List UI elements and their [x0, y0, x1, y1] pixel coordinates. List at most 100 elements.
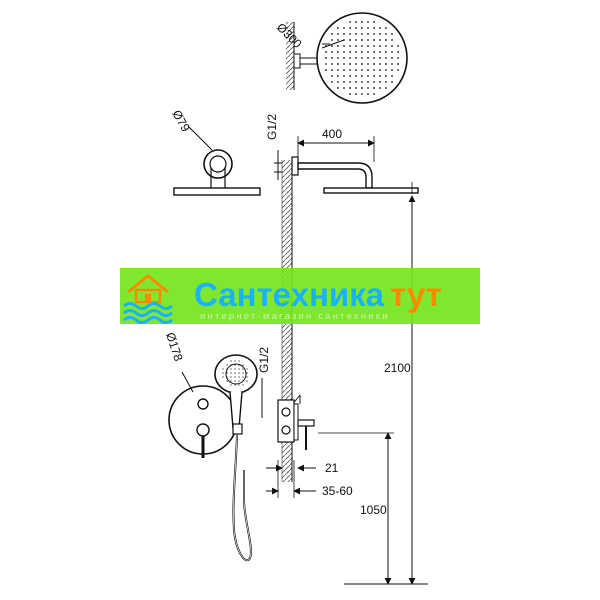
nozzle-dot	[349, 87, 351, 89]
nozzle-dot	[367, 63, 369, 65]
depth-range-label: 35-60	[322, 484, 353, 498]
nozzle-dot	[349, 39, 351, 41]
nozzle-dot	[234, 360, 236, 362]
depth-dimensions: 21 35-60	[266, 460, 353, 498]
nozzle-dot	[246, 368, 248, 370]
nozzle-dot	[373, 81, 375, 83]
nozzle-dot	[379, 81, 381, 83]
nozzle-dot	[230, 368, 232, 370]
arm-length-label: 400	[322, 127, 342, 141]
nozzle-dot	[397, 57, 399, 59]
flange-shower-head-profile	[173, 187, 261, 196]
nozzle-dot	[367, 51, 369, 53]
nozzle-dot	[385, 69, 387, 71]
nozzle-dot	[238, 376, 240, 378]
nozzle-dot	[230, 380, 232, 382]
nozzle-dot	[385, 57, 387, 59]
nozzle-dot	[379, 51, 381, 53]
nozzle-dot	[349, 51, 351, 53]
nozzle-dot	[230, 384, 232, 386]
arm-tube	[297, 162, 373, 189]
nozzle-dot	[246, 372, 248, 374]
hand-shower-holder	[232, 423, 243, 435]
nozzle-dot	[373, 21, 375, 23]
nozzle-dot	[373, 75, 375, 77]
nozzle-dot	[226, 376, 228, 378]
nozzle-dot	[234, 372, 236, 374]
nozzle-dot	[379, 33, 381, 35]
nozzle-dot	[343, 51, 345, 53]
nozzle-dot	[367, 81, 369, 83]
nozzle-dot	[361, 33, 363, 35]
nozzle-dot	[337, 69, 339, 71]
nozzle-dot	[379, 87, 381, 89]
nozzle-dot	[349, 45, 351, 47]
nozzle-dot	[373, 27, 375, 29]
nozzle-dot	[343, 69, 345, 71]
top-wall-hatch	[286, 22, 294, 90]
nozzle-dot	[242, 364, 244, 366]
nozzle-dot	[367, 45, 369, 47]
nozzle-dot	[343, 33, 345, 35]
nozzle-dot	[361, 45, 363, 47]
watermark-subtitle: интернет-магазин сантехники	[200, 311, 390, 322]
nozzle-dot	[246, 380, 248, 382]
top-wall-flange	[293, 53, 301, 69]
overhead-shower-top-view: Ø300	[274, 12, 408, 104]
nozzle-dot	[361, 27, 363, 29]
nozzle-dot	[391, 51, 393, 53]
wall-flange-detail: Ø79	[169, 108, 261, 196]
mixer-plate-side	[293, 403, 299, 441]
nozzle-dot	[325, 57, 327, 59]
nozzle-dot	[361, 51, 363, 53]
nozzle-dot	[242, 384, 244, 386]
mixer-side-view	[277, 394, 315, 450]
nozzle-dot	[343, 63, 345, 65]
nozzle-dot	[331, 45, 333, 47]
outlet-height-label: 2100	[384, 361, 411, 375]
nozzle-dot	[361, 81, 363, 83]
nozzle-dot	[379, 27, 381, 29]
watermark-title-accent: тут	[390, 276, 442, 313]
nozzle-dot	[222, 368, 224, 370]
nozzle-dot	[226, 372, 228, 374]
nozzle-dot	[331, 75, 333, 77]
hand-nozzle-pattern	[222, 360, 248, 386]
nozzle-dot	[246, 376, 248, 378]
nozzle-dot	[385, 81, 387, 83]
nozzle-dot	[367, 21, 369, 23]
nozzle-dot	[234, 380, 236, 382]
bottom-thread-dimension: G1/2	[257, 347, 271, 418]
plate-diameter-label: Ø178	[163, 331, 185, 364]
nozzle-dot	[355, 93, 357, 95]
nozzle-dot	[391, 69, 393, 71]
nozzle-dot	[337, 27, 339, 29]
nozzle-dot	[355, 51, 357, 53]
nozzle-dot	[242, 380, 244, 382]
nozzle-dot	[385, 39, 387, 41]
nozzle-dot	[361, 57, 363, 59]
nozzle-dot	[367, 75, 369, 77]
nozzle-dot	[379, 63, 381, 65]
nozzle-dot	[349, 69, 351, 71]
nozzle-dot	[373, 69, 375, 71]
nozzle-dot	[349, 33, 351, 35]
nozzle-dot	[230, 376, 232, 378]
nozzle-dot	[355, 57, 357, 59]
nozzle-dot	[373, 51, 375, 53]
nozzle-dot	[379, 45, 381, 47]
nozzle-dot	[343, 81, 345, 83]
nozzle-dot	[349, 63, 351, 65]
nozzle-dot	[361, 39, 363, 41]
nozzle-dot	[391, 81, 393, 83]
nozzle-dot	[355, 33, 357, 35]
side-shower-head	[323, 187, 419, 194]
nozzle-dot	[325, 69, 327, 71]
nozzle-dot	[361, 21, 363, 23]
nozzle-dot	[385, 27, 387, 29]
nozzle-dot	[337, 33, 339, 35]
nozzle-dot	[234, 384, 236, 386]
nozzle-dot	[355, 21, 357, 23]
nozzle-dot	[361, 93, 363, 95]
nozzle-dot	[385, 51, 387, 53]
